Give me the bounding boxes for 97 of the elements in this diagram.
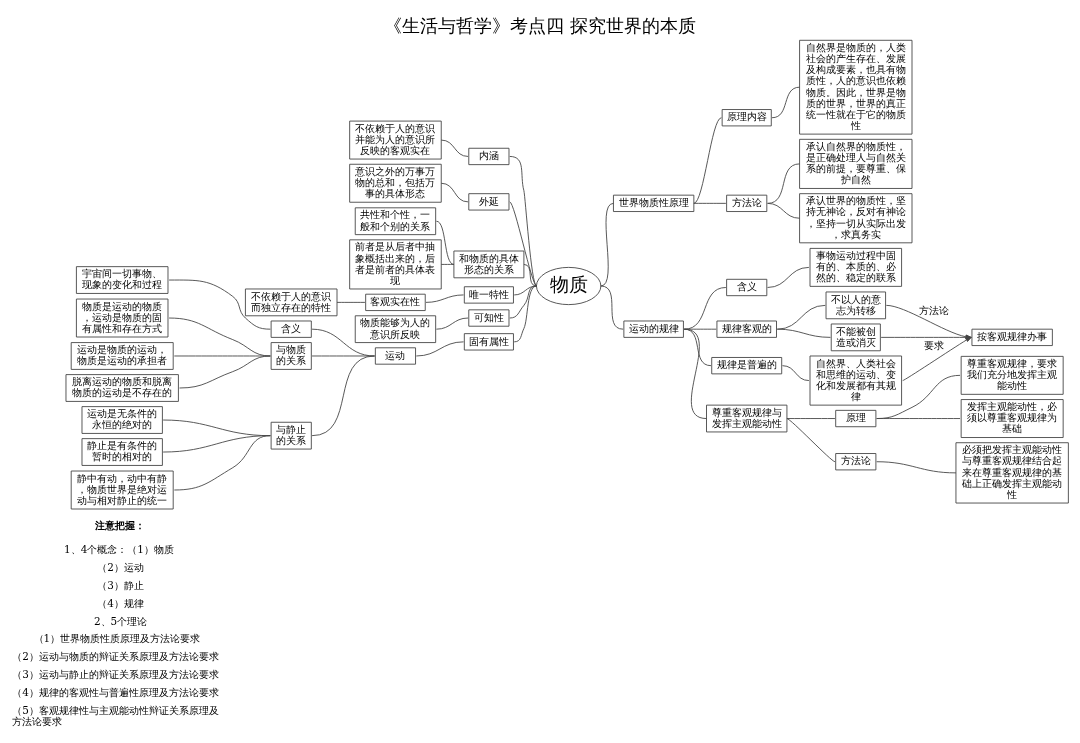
- connector: [440, 139, 469, 157]
- connector: [600, 202, 614, 286]
- node-box: 发挥主观能动性，必须以尊重客观规律为基础: [960, 398, 1064, 438]
- node-box: 规律客观的: [716, 320, 777, 338]
- node-box: 与静止的关系: [270, 421, 312, 449]
- node-box: 含义: [726, 278, 768, 296]
- node-box: 世界物质性原理: [613, 194, 695, 212]
- connector: [523, 263, 537, 286]
- connector: [767, 202, 801, 219]
- connector: [415, 340, 465, 356]
- connector: [513, 285, 537, 342]
- node-box: 可知性: [468, 308, 510, 327]
- connector: [509, 285, 537, 318]
- node-box: 物质能够为人的意识所反映: [354, 314, 437, 343]
- connector: [336, 301, 366, 303]
- connector: [440, 182, 469, 202]
- node-box: 必须把发挥主观能动性与尊重客观规律结合起来在尊重客观规律的基础上正确发挥主观能动性: [955, 441, 1069, 503]
- node-box: 事物运动过程中固有的、本质的、必然的、稳定的联系: [809, 247, 903, 287]
- connector: [683, 286, 727, 330]
- node-box: 尊重客观规律与发挥主观能动性: [706, 404, 788, 432]
- connector: [771, 86, 801, 118]
- label: 2、5个理论: [93, 614, 148, 627]
- connector: [173, 434, 271, 490]
- node-box: 和物质的具体形态的关系: [453, 250, 525, 278]
- node-box: 静中有动，动中有静，物质世界是绝对运动与相对静止的统一: [70, 470, 174, 509]
- node-box: 共性和个性，一般和个别的关系: [354, 206, 437, 235]
- node-box: 方法论: [726, 194, 768, 212]
- connector: [435, 220, 455, 265]
- connector: [179, 355, 271, 388]
- node-box: 运动是物质的运动，物质是运动的承担者: [70, 341, 174, 370]
- node-box: 宇宙间一切事物、现象的变化和过程: [75, 265, 169, 294]
- node-box: 含义: [270, 320, 312, 338]
- node-box: 固有属性: [463, 332, 514, 350]
- node-box: 前者是从后者中抽象概括出来的，后者是前者的具体表现: [349, 238, 442, 289]
- node-box: 脱离运动的物质和脱离物质的运动是不存在的: [65, 373, 179, 402]
- node-box: 物质是运动的物质，运动是物质的固有属性和存在方式: [75, 298, 169, 337]
- connector: [876, 417, 961, 419]
- connector: [168, 279, 271, 330]
- connector: [786, 417, 836, 419]
- connector: [786, 417, 836, 462]
- connector: [782, 364, 810, 381]
- connector: [168, 317, 271, 356]
- connector: [509, 200, 537, 286]
- edge-label: 要求: [923, 338, 944, 351]
- node-ellipse: 物质: [536, 266, 602, 305]
- node-box: 规律是普遍的: [711, 356, 783, 374]
- label: （5）客观规律性与主观能动性辩证关系原理及方法论要求: [12, 703, 219, 727]
- connector: [311, 355, 376, 436]
- node-box: 运动是无条件的永恒的绝对的: [81, 405, 163, 434]
- node-box: 自然界、人类社会和思维的运动、变化和发展都有其规律: [809, 355, 903, 406]
- connector: [767, 266, 810, 288]
- label: （3）静止: [97, 578, 144, 591]
- node-box: 尊重客观规律，要求我们充分地发挥主观能动性: [960, 355, 1064, 395]
- edge-label: 方法论: [918, 303, 949, 316]
- connector: [435, 317, 469, 330]
- label: （2）运动与物质的辩证关系原理及方法论要求: [12, 649, 219, 662]
- label: （2）运动: [97, 560, 144, 573]
- diagram-title: 《生活与哲学》考点四 探究世界的本质: [384, 14, 696, 36]
- connector: [600, 285, 624, 330]
- connector: [876, 460, 957, 473]
- node-box: 静止是有条件的暂时的相对的: [81, 437, 163, 466]
- node-box: 不依赖于人的意识并能为人的意识所反映的客观实在: [349, 120, 442, 159]
- node-box: 承认自然界的物质性，是正确处理人与自然关系的前提，要尊重、保护自然: [799, 138, 913, 189]
- label: 注意把握：: [95, 518, 146, 531]
- connector: [440, 263, 455, 265]
- connector: [173, 355, 271, 356]
- connector: [693, 116, 722, 204]
- label: 1、4个概念：（1）物质: [64, 542, 174, 555]
- node-box: 自然界是物质的，人类社会的产生存在、发展及构成要素，也具有物质性，人的意识也依赖物质。因此，世界是物质的世界，世界的真正统一性就在于它的物质性: [799, 39, 913, 135]
- label: （4）规律: [97, 596, 144, 609]
- connector: [776, 328, 831, 338]
- connector: [683, 328, 707, 419]
- node-box: 内涵: [468, 147, 510, 165]
- node-box: 原理内容: [721, 108, 772, 126]
- node-box: 按客观规律办事: [971, 328, 1053, 346]
- connector: [509, 155, 537, 286]
- node-box: 客观实在性: [365, 293, 426, 311]
- node-box: 外延: [468, 192, 510, 210]
- connector: [776, 304, 826, 330]
- node-box: 原理: [835, 409, 877, 427]
- label: （4）规律的客观性与普遍性原理及方法论要求: [12, 685, 219, 698]
- connector: [767, 162, 801, 204]
- connector: [693, 202, 727, 204]
- node-box: 不能被创造或消灭: [830, 323, 881, 351]
- node-box: 承认世界的物质性，坚持无神论，反对有神论，坚持一切从实际出发，求真务实: [799, 192, 913, 243]
- node-box: 方法论: [835, 452, 877, 470]
- node-box: 不依赖于人的意识而独立存在的特性: [244, 288, 338, 316]
- node-box: 运动: [374, 346, 416, 365]
- node-box: 不以人的意志为转移: [825, 291, 887, 319]
- node-box: 与物质的关系: [270, 341, 312, 370]
- node-box: 唯一特性: [463, 285, 514, 304]
- connector: [425, 294, 465, 303]
- label: （3）运动与静止的辩证关系原理及方法论要求: [12, 667, 219, 680]
- node-box: 意识之外的万事万物的总和，包括万事的具体形态: [349, 163, 442, 203]
- label: （1）世界物质性质原理及方法论要求: [33, 631, 201, 644]
- connector: [876, 374, 961, 419]
- node-box: 运动的规律: [623, 320, 684, 338]
